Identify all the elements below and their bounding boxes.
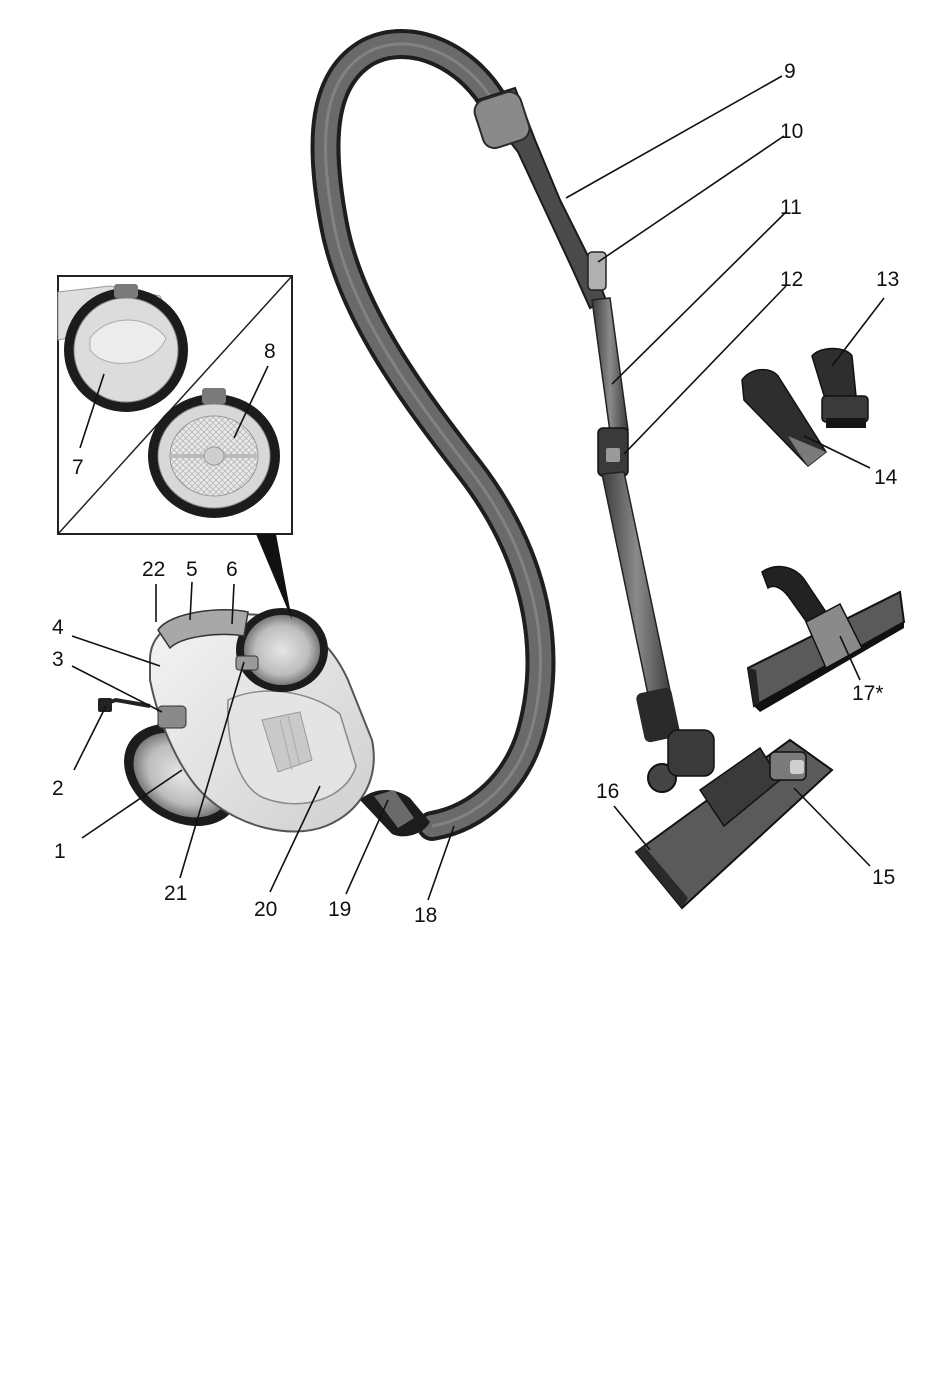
telescopic-tube bbox=[592, 298, 681, 743]
filter-inset bbox=[58, 276, 292, 534]
leader-9 bbox=[566, 76, 782, 198]
leader-3 bbox=[72, 666, 162, 712]
vacuum-body bbox=[98, 608, 430, 847]
callout-2: 2 bbox=[52, 777, 64, 800]
callout-10: 10 bbox=[780, 120, 803, 143]
callout-9: 9 bbox=[784, 60, 796, 83]
leader-10 bbox=[598, 136, 784, 262]
leader-19 bbox=[346, 800, 388, 894]
callout-3: 3 bbox=[52, 648, 64, 671]
callout-4: 4 bbox=[52, 616, 64, 639]
callout-11: 11 bbox=[780, 196, 802, 219]
leader-15 bbox=[794, 788, 870, 866]
upholstery-nozzle bbox=[812, 349, 868, 429]
leader-4 bbox=[72, 636, 160, 666]
callout-8: 8 bbox=[264, 340, 276, 363]
callout-6: 6 bbox=[226, 558, 238, 581]
crevice-tool bbox=[742, 370, 826, 466]
callout-22: 22 bbox=[142, 558, 165, 581]
floor-nozzle bbox=[636, 730, 832, 908]
callout-19: 19 bbox=[328, 898, 351, 921]
callout-21: 21 bbox=[164, 882, 187, 905]
leader-2 bbox=[74, 706, 106, 770]
callout-14: 14 bbox=[874, 466, 898, 489]
callout-12: 12 bbox=[780, 268, 803, 291]
callout-18: 18 bbox=[414, 904, 437, 927]
hose-handle bbox=[471, 88, 606, 308]
callout-20: 20 bbox=[254, 898, 277, 921]
leader-16 bbox=[614, 806, 650, 850]
inset-pointer bbox=[256, 534, 292, 620]
callout-7: 7 bbox=[72, 456, 84, 479]
leader-13 bbox=[832, 298, 884, 366]
callout-16: 16 bbox=[596, 780, 619, 803]
callout-1: 1 bbox=[54, 840, 66, 863]
callout-15: 15 bbox=[872, 866, 895, 889]
leader-11 bbox=[612, 212, 786, 384]
callout-17: 17* bbox=[852, 682, 884, 705]
callout-13: 13 bbox=[876, 268, 899, 291]
callout-5: 5 bbox=[186, 558, 198, 581]
